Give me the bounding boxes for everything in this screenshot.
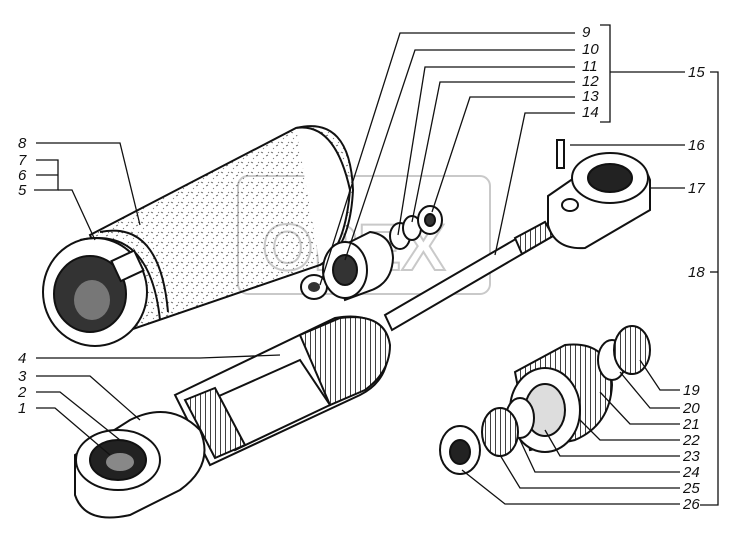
label-20: 20 bbox=[682, 400, 700, 417]
label-13: 13 bbox=[582, 88, 599, 105]
label-17: 17 bbox=[688, 180, 705, 197]
label-6: 6 bbox=[18, 167, 27, 184]
label-3: 3 bbox=[18, 368, 27, 385]
label-11: 11 bbox=[582, 58, 598, 75]
label-23: 23 bbox=[682, 448, 700, 465]
part-rod-eye bbox=[547, 152, 651, 250]
part-rod-nut bbox=[300, 274, 328, 300]
label-12: 12 bbox=[582, 73, 599, 90]
part-piston-assembly bbox=[439, 325, 651, 475]
label-16: 16 bbox=[688, 137, 705, 154]
label-15: 15 bbox=[688, 64, 705, 81]
part-cylinder-body bbox=[173, 315, 392, 467]
label-8: 8 bbox=[18, 135, 27, 152]
label-4: 4 bbox=[18, 350, 26, 367]
label-19: 19 bbox=[683, 382, 700, 399]
label-24: 24 bbox=[682, 464, 700, 481]
label-1: 1 bbox=[18, 400, 26, 417]
label-5: 5 bbox=[18, 182, 27, 199]
part-guide-bushing bbox=[322, 230, 395, 302]
label-18: 18 bbox=[688, 264, 705, 281]
label-7: 7 bbox=[18, 152, 27, 169]
label-2: 2 bbox=[17, 384, 27, 401]
part-cylinder-eye bbox=[74, 411, 206, 519]
part-protective-sleeve bbox=[42, 125, 355, 347]
label-26: 26 bbox=[682, 496, 700, 513]
label-21: 21 bbox=[682, 416, 700, 433]
part-number-labels: 1 2 3 4 5 6 7 8 9 10 11 12 13 14 15 16 1… bbox=[17, 24, 705, 513]
label-14: 14 bbox=[582, 104, 599, 121]
label-10: 10 bbox=[582, 41, 599, 58]
leader-lines bbox=[34, 24, 719, 506]
label-22: 22 bbox=[682, 432, 700, 449]
label-9: 9 bbox=[582, 24, 591, 41]
label-25: 25 bbox=[682, 480, 700, 497]
part-pin-16 bbox=[556, 139, 565, 169]
